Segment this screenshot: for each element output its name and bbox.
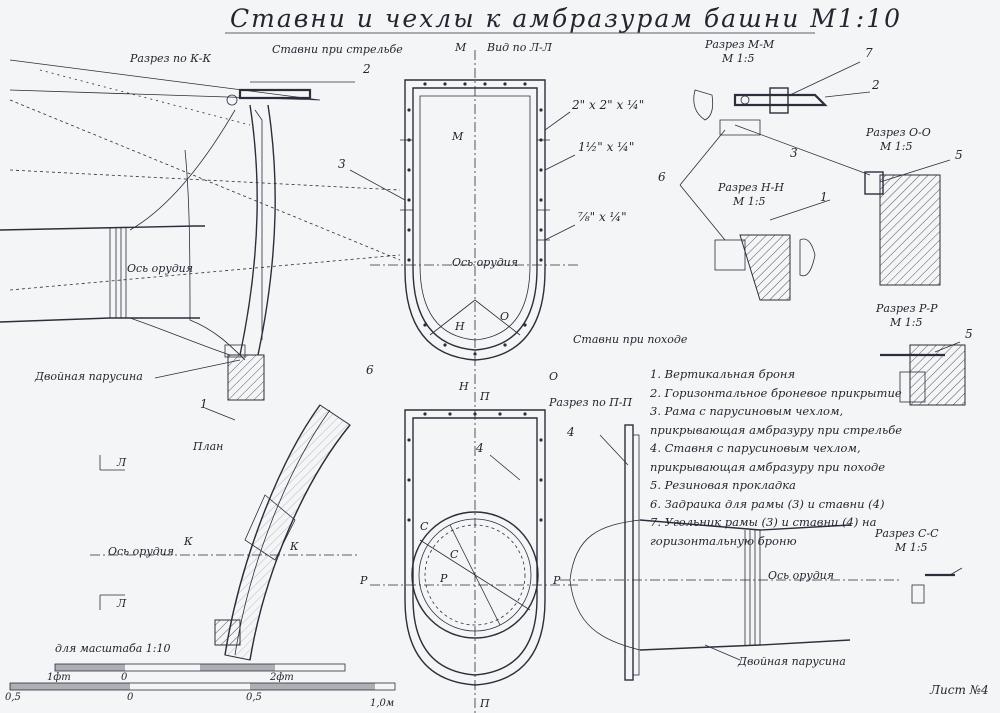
shutter-march-frame [370, 409, 580, 686]
callout-6-right: 6 [658, 170, 666, 184]
label-shutters-march: Ставни при походе [573, 333, 688, 346]
label-section-mm-scale: М 1:5 [722, 52, 755, 65]
scale-bar [9, 663, 396, 691]
callout-5-oo: 5 [955, 148, 963, 162]
section-details [679, 61, 966, 604]
legend-line: 4. Ставня с парусиновым чехлом, [650, 441, 861, 455]
mark-k-right: К [290, 540, 299, 553]
callout-3-left: 3 [338, 157, 346, 171]
label-section-pp-right: Разрез Р-Р [876, 302, 938, 315]
mark-n: Н [455, 320, 465, 333]
label-section-ss-scale: М 1:5 [895, 541, 928, 554]
label-section-oo: Разрез О-О [866, 126, 931, 139]
label-section-pp-right-scale: М 1:5 [890, 316, 923, 329]
label-view-ll: Вид по Л-Л [487, 41, 552, 54]
label-view-ll-mark: М [455, 41, 467, 54]
mark-p-bottom: П [480, 697, 490, 710]
section-pp-view [560, 424, 900, 681]
callout-1-left: 1 [200, 397, 208, 411]
scale-m-05: 0,5 [246, 692, 262, 703]
legend-line: 5. Резиновая прокладка [650, 478, 796, 492]
legend-line: прикрывающая амбразуру при походе [650, 459, 886, 474]
scale-m-10: 1,0м [370, 698, 395, 709]
scale-zero-top: 0 [121, 672, 128, 683]
mark-r-left: Р [360, 574, 368, 587]
scale-ft-2: 2фт [270, 672, 294, 683]
parts-legend: 1. Вертикальная броня 2. Горизонтальное … [650, 365, 902, 550]
label-shutters-firing: Ставни при стрельбе [272, 43, 403, 56]
mark-p-top: П [480, 390, 490, 403]
mark-r-right: Р [553, 574, 561, 587]
legend-line: 7. Угольник рамы (3) и ставни (4) на [650, 515, 877, 529]
label-section-nn-scale: М 1:5 [733, 195, 766, 208]
scale-m-05-left: 0,5 [5, 692, 21, 703]
label-gun-axis-left: Ось орудия [127, 262, 194, 275]
mark-l-top: Л [117, 456, 127, 469]
section-kk-view [0, 59, 401, 401]
label-section-pp: Разрез по П-П [549, 396, 633, 409]
sheet-title: Ставни и чехлы к амбразурам башни М1:10 [230, 4, 903, 33]
label-gun-axis-plan: Ось орудия [108, 545, 175, 558]
mark-o: О [500, 310, 510, 323]
label-section-ss: Разрез С-С [875, 527, 939, 540]
label-double-canvas-right: Двойная парусина [738, 655, 846, 668]
label-size-b: 1½" x ¼" [578, 140, 635, 154]
scale-zero-bottom: 0 [127, 692, 134, 703]
legend-line: 2. Горизонтальное броневое прикрытие [650, 385, 902, 400]
callout-2-right: 2 [872, 78, 880, 92]
mark-s-center: С [450, 548, 459, 561]
callout-2-left: 2 [363, 62, 371, 76]
mark-l-bottom: Л [117, 597, 127, 610]
callout-4-center: 4 [476, 441, 484, 455]
label-size-c: ⅞" x ¼" [578, 210, 627, 224]
sheet-number: Лист №4 [930, 683, 989, 697]
view-ll-frame [349, 50, 580, 713]
callout-3-right: 3 [790, 146, 798, 160]
callout-7-right: 7 [865, 46, 873, 60]
callout-4-right: 4 [567, 425, 575, 439]
legend-line: 3. Рама с парусиновым чехлом, [650, 404, 844, 418]
legend-line: 6. Задраика для рамы (3) и ставни (4) [650, 496, 885, 511]
mark-k-left: К [184, 535, 193, 548]
label-plan: План [193, 440, 224, 453]
label-gun-axis-right: Ось орудия [768, 569, 835, 582]
callout-5-pp: 5 [965, 327, 973, 341]
plan-view [90, 404, 360, 661]
label-gun-axis-center: Ось орудия [452, 256, 519, 269]
scale-caption: для масштаба 1:10 [55, 642, 171, 655]
label-double-canvas-left: Двойная парусина [35, 370, 143, 383]
label-section-kk: Разрез по К-К [130, 52, 211, 65]
legend-line: прикрывающая амбразуру при стрельбе [650, 422, 903, 437]
label-section-mm: Разрез М-М [705, 38, 775, 51]
scale-ft-1: 1фт [47, 672, 71, 683]
mark-n-lower: Н [459, 380, 469, 393]
mark-m: М [452, 130, 464, 143]
callout-6-center: 6 [366, 363, 374, 377]
mark-o-outer: О [549, 370, 559, 383]
mark-r-center: Р [440, 572, 448, 585]
legend-line: 1. Вертикальная броня [650, 367, 796, 381]
mark-s-left: С [420, 520, 429, 533]
label-section-nn: Разрез Н-Н [718, 181, 784, 194]
callout-1-right: 1 [820, 190, 828, 204]
legend-line: горизонтальную броню [650, 533, 797, 548]
label-section-oo-scale: М 1:5 [880, 140, 913, 153]
label-size-a: 2" x 2" x ¼" [572, 98, 645, 112]
